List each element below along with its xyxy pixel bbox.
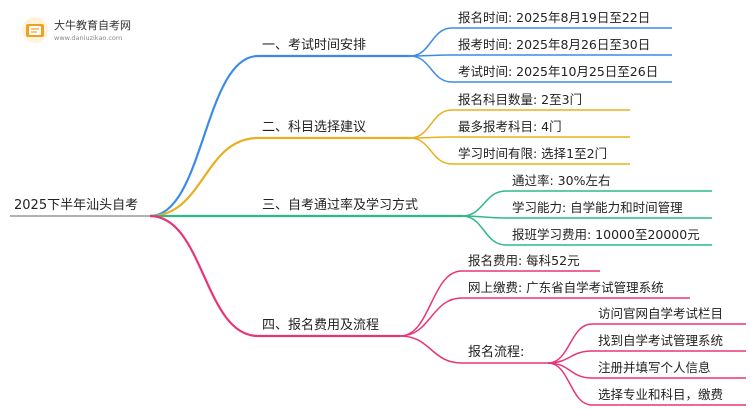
book-logo-icon [22, 17, 48, 43]
branch-subject-advice: 二、科目选择建议 [262, 120, 367, 135]
leaf-online-payment: 网上缴费: 广东省自学考试管理系统 [468, 280, 664, 295]
branch-connector-1 [149, 54, 259, 218]
brand-url: www.daniuzikao.com [54, 34, 123, 42]
leaf-register-info: 注册并填写个人信息 [598, 360, 711, 375]
leaf-subject-count: 报名科目数量: 2至3门 [458, 92, 583, 107]
leaf-connector-b4-sub [399, 335, 463, 364]
leaf-study-ability: 学习能力: 自学能力和时间管理 [512, 200, 683, 215]
leaf-choose-subjects: 选择专业和科目，缴费 [598, 387, 724, 402]
leaf-max-subjects: 最多报考科目: 4门 [458, 119, 562, 134]
leaf-connector-b1-1 [409, 27, 453, 57]
leaf-find-system: 找到自学考试管理系统 [598, 333, 724, 348]
branch-pass-rate: 三、自考通过率及学习方式 [262, 198, 419, 213]
leaf-connector-b3-3 [461, 215, 507, 246]
branch-fees-process: 四、报名费用及流程 [262, 318, 380, 333]
branch-connector-4 [149, 214, 259, 338]
brand-logo[interactable]: 大牛教育自考网 www.daniuzikao.com [20, 14, 170, 48]
root-node: 2025下半年汕头自考 [14, 198, 139, 213]
leaf-connector-sub-4 [547, 362, 593, 406]
leaf-registration-fee: 报名费用: 每科52元 [468, 253, 580, 268]
leaf-connector-b3-1 [461, 190, 507, 217]
branch-exam-schedule: 一、考试时间安排 [262, 38, 367, 53]
leaf-connector-b4-1 [399, 270, 463, 337]
leaf-connector-b2-3 [409, 137, 453, 165]
leaf-connector-b2-1 [409, 109, 453, 139]
leaf-pass-rate: 通过率: 30%左右 [512, 173, 611, 188]
branch-connector-2 [149, 136, 259, 218]
leaf-exam-time: 考试时间: 2025年10月25日至26日 [458, 64, 659, 79]
leaf-connector-b4-2 [399, 297, 463, 337]
subbranch-registration-process: 报名流程: [468, 345, 525, 360]
leaf-connector-b1-3 [409, 55, 453, 83]
leaf-limited-time: 学习时间有限: 选择1至2门 [458, 146, 608, 161]
brand-name: 大牛教育自考网 [54, 19, 131, 32]
leaf-application-time: 报考时间: 2025年8月26日至30日 [458, 37, 651, 52]
leaf-visit-website: 访问官网自学考试栏目 [598, 306, 724, 321]
leaf-registration-time: 报名时间: 2025年8月19日至22日 [458, 10, 651, 25]
leaf-class-fee: 报班学习费用: 10000至20000元 [512, 227, 700, 242]
